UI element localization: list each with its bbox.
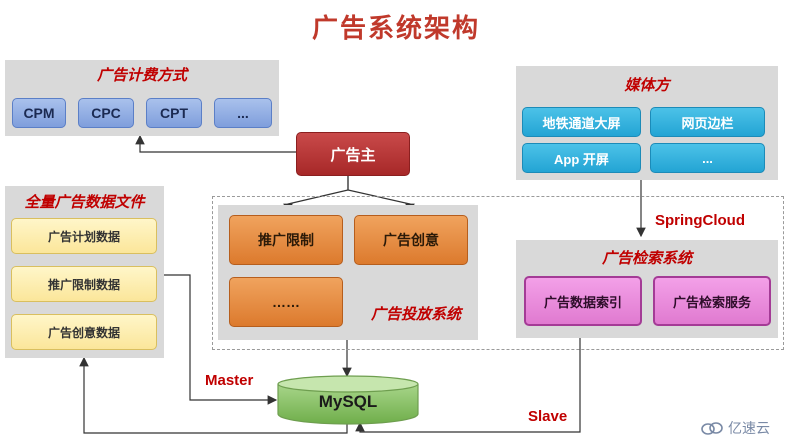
retrieval-service: 广告检索服务 [653,276,771,326]
watermark-text: 亿速云 [728,420,770,436]
arrow-mysql-to-files [79,356,348,434]
billing-cpt: CPT [146,98,202,128]
media-subway-screen: 地铁通道大屏 [522,107,641,137]
delivery-more: …… [229,277,343,327]
springcloud-label: SpringCloud [655,212,745,229]
billing-title: 广告计费方式 [96,67,187,84]
slave-label: Slave [528,408,568,425]
billing-more: ... [214,98,272,128]
master-label: Master [205,372,254,389]
file-plan-data: 广告计划数据 [11,218,157,254]
billing-cpc: CPC [78,98,134,128]
billing-cpm: CPM [12,98,66,128]
arrow-files-to-mysql [158,274,278,405]
arrow-advertiser-to-billing [135,134,296,153]
file-restriction-data: 推广限制数据 [11,266,157,302]
retrieval-title: 广告检索系统 [601,250,692,267]
mysql-label: MySQL [318,392,378,411]
watermark: 亿速云 [700,418,770,438]
delivery-creative: 广告创意 [354,215,468,265]
media-web-sidebar: 网页边栏 [650,107,765,137]
springcloud-boundary [212,196,784,350]
delivery-restriction: 推广限制 [229,215,343,265]
page-title: 广告系统架构 [311,13,480,43]
media-title: 媒体方 [624,77,670,94]
delivery-title: 广告投放系统 [370,306,461,323]
file-creative-data: 广告创意数据 [11,314,157,350]
mysql-cylinder [277,375,419,425]
arrow-retrieval-to-mysql [355,338,581,433]
advertiser-box: 广告主 [296,132,410,176]
media-app-splash: App 开屏 [522,143,641,173]
cloud-logo-icon [701,422,723,435]
media-more: ... [650,143,765,173]
retrieval-index: 广告数据索引 [524,276,642,326]
files-title: 全量广告数据文件 [24,194,145,211]
